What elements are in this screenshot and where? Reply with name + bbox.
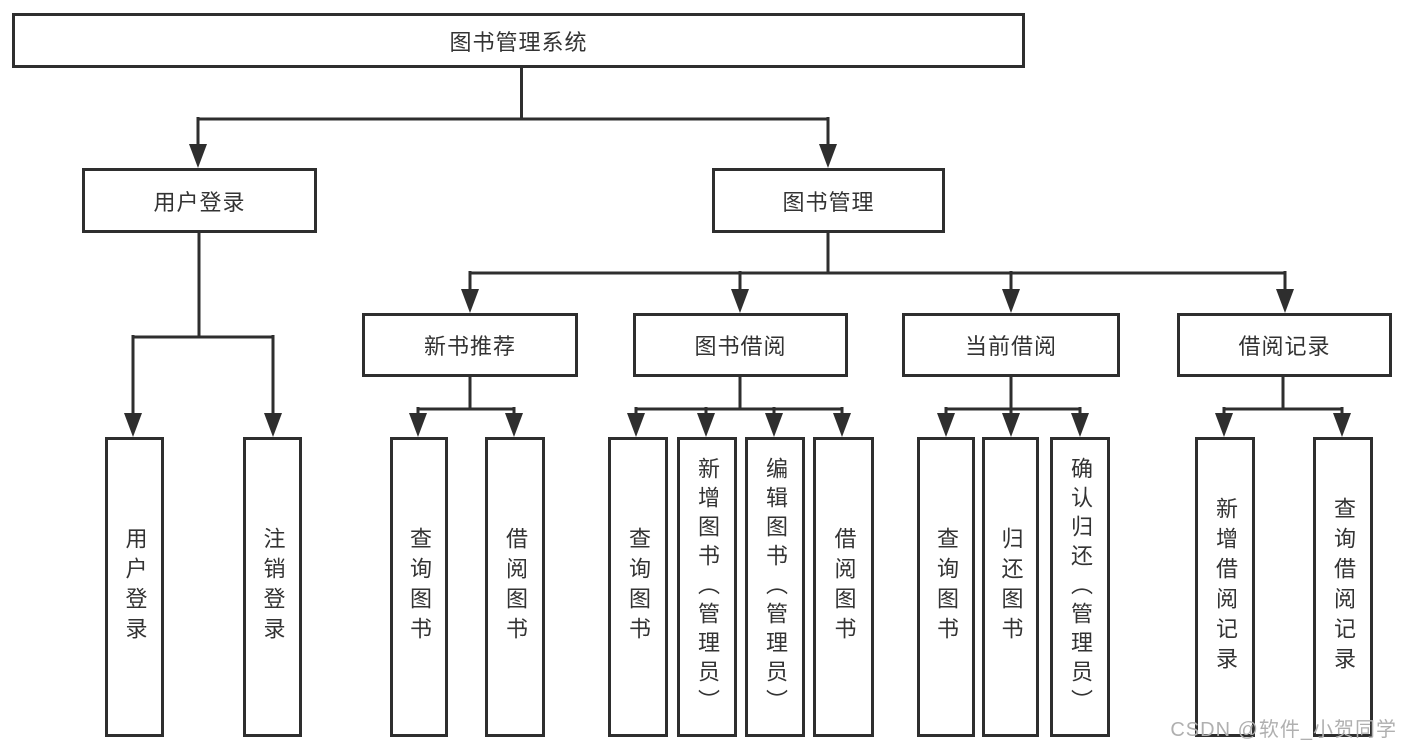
node-label: 编辑图书（管理员） xyxy=(763,456,788,718)
node-label: 查询图书 xyxy=(626,527,651,647)
leaf-return-book: 归还图书 xyxy=(982,437,1039,737)
node-borrow-record: 借阅记录 xyxy=(1177,313,1392,377)
leaf-query-book-current: 查询图书 xyxy=(917,437,975,737)
node-book-management: 图书管理 xyxy=(712,168,945,233)
leaf-query-book-borrow: 查询图书 xyxy=(608,437,668,737)
leaf-borrow-book-newbook: 借阅图书 xyxy=(485,437,545,737)
node-user-login: 用户登录 xyxy=(82,168,317,233)
leaf-borrow-book: 借阅图书 xyxy=(813,437,874,737)
node-book-borrow: 图书借阅 xyxy=(633,313,848,377)
leaf-confirm-return-admin: 确认归还（管理员） xyxy=(1050,437,1110,737)
node-new-book-recommend: 新书推荐 xyxy=(362,313,578,377)
leaf-add-book-admin: 新增图书（管理员） xyxy=(677,437,737,737)
node-label: 图书管理 xyxy=(782,189,875,215)
node-current-borrow: 当前借阅 xyxy=(902,313,1120,377)
node-label: 新增图书（管理员） xyxy=(695,456,720,718)
leaf-edit-book-admin: 编辑图书（管理员） xyxy=(745,437,805,737)
leaf-user-login: 用户登录 xyxy=(105,437,164,737)
leaf-query-book-newbook: 查询图书 xyxy=(390,437,448,737)
watermark: CSDN @软件_小贺同学 xyxy=(1170,719,1397,741)
node-label: 查询图书 xyxy=(934,527,959,647)
node-label: 图书借阅 xyxy=(694,334,787,359)
leaf-add-borrow-record: 新增借阅记录 xyxy=(1195,437,1255,737)
node-root-system: 图书管理系统 xyxy=(12,13,1025,68)
node-label: 用户登录 xyxy=(122,527,148,647)
node-label: 当前借阅 xyxy=(964,334,1057,359)
leaf-logout: 注销登录 xyxy=(243,437,302,737)
node-label: 借阅记录 xyxy=(1238,334,1331,359)
node-label: 确认归还（管理员） xyxy=(1068,456,1093,718)
node-label: 用户登录 xyxy=(153,189,246,215)
node-label: 借阅图书 xyxy=(831,527,857,647)
node-label: 新书推荐 xyxy=(423,334,516,359)
node-label: 借阅图书 xyxy=(503,527,528,647)
node-label: 图书管理系统 xyxy=(449,29,588,55)
node-label: 查询借阅记录 xyxy=(1331,497,1356,677)
node-label: 注销登录 xyxy=(260,527,286,647)
leaf-query-borrow-record: 查询借阅记录 xyxy=(1313,437,1373,737)
node-label: 归还图书 xyxy=(998,527,1024,647)
node-label: 查询图书 xyxy=(407,527,432,647)
node-label: 新增借阅记录 xyxy=(1213,497,1238,677)
